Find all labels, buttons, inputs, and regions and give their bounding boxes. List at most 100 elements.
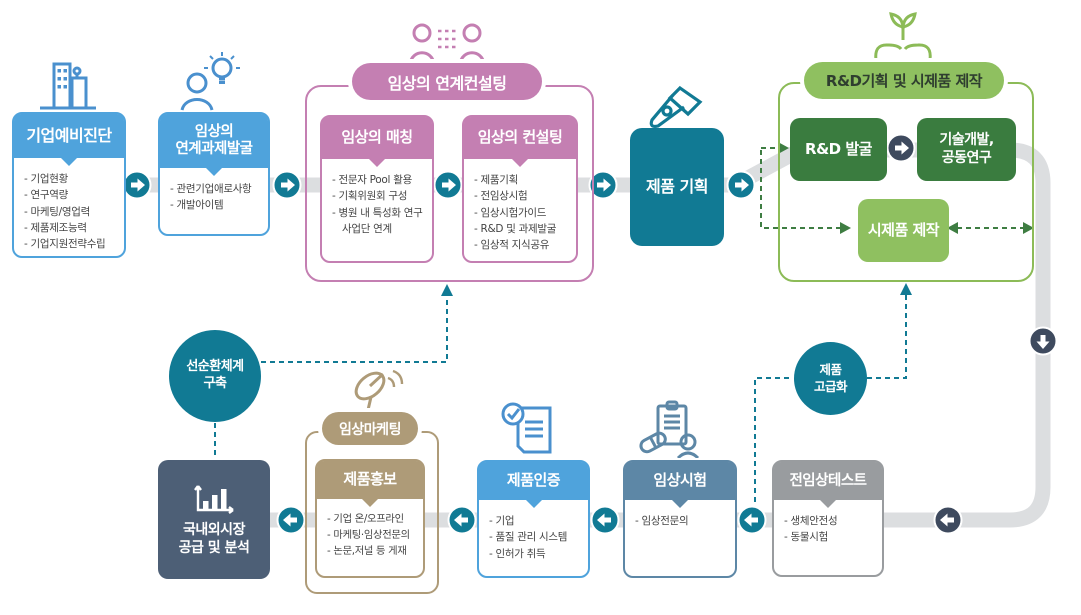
product-promotion-items: 기업 온/오프라인마케팅·임상전문의논문,저널 등 게재 xyxy=(317,499,423,566)
product-upgrade-circle: 제품 고급화 xyxy=(794,342,867,415)
task-discovery-box: 임상의 연계과제발굴 관련기업애로사항개발아이템 xyxy=(158,112,270,236)
list-item: 인허가 취득 xyxy=(489,546,582,562)
list-item: 기업 xyxy=(489,513,582,529)
list-item: 개발아이템 xyxy=(170,197,262,213)
virtuous-cycle-circle: 선순환체계 구축 xyxy=(169,330,261,422)
clinical-trial-items: 임상전문의 xyxy=(625,500,735,535)
list-item: 관련기업애로사항 xyxy=(170,181,262,197)
clinical-trial-title: 임상시험 xyxy=(625,462,735,500)
market-supply-line1: 국내외시장 xyxy=(183,522,245,538)
product-upgrade-line1: 제품 xyxy=(819,362,842,378)
arrow-badge-right xyxy=(433,170,463,200)
arrow-badge-right xyxy=(588,170,618,200)
product-promotion-box: 제품홍보 기업 온/오프라인마케팅·임상전문의논문,저널 등 게재 xyxy=(315,459,425,578)
people-connection-icon xyxy=(408,22,486,66)
list-item: 마케팅/영업력 xyxy=(24,204,118,220)
company-diagnosis-box: 기업예비진단 기업현황연구역량마케팅/영업력제품제조능력기업지원전략수립 xyxy=(12,112,126,258)
arrow-badge-left xyxy=(590,505,620,535)
arrowhead-up xyxy=(441,284,453,296)
dashed-green-connectors xyxy=(760,147,1024,229)
upgrade-to-rnd-connector xyxy=(867,294,907,379)
list-item: 임상적 지식공유 xyxy=(474,237,570,253)
list-item: 동물시험 xyxy=(784,529,876,545)
person-idea-icon xyxy=(180,50,246,112)
rnd-discovery-box: R&D 발굴 xyxy=(790,118,887,181)
preclinical-test-title: 전임상테스트 xyxy=(774,462,882,500)
list-item: 마케팅·임상전문의 xyxy=(327,528,417,544)
product-promotion-title: 제품홍보 xyxy=(317,461,423,499)
task-discovery-title-line2: 연계과제발굴 xyxy=(175,141,253,157)
arrowhead-right xyxy=(1023,222,1034,234)
list-item: 전문자 Pool 활용 xyxy=(332,172,426,188)
list-item: 기업현황 xyxy=(24,171,118,187)
arrow-badge-down xyxy=(1028,326,1058,356)
dashed-teal-connectors xyxy=(214,294,907,511)
preclinical-test-items: 생체안전성동물시험 xyxy=(774,500,882,552)
arrow-badge-left xyxy=(933,505,963,535)
arrow-badge-right xyxy=(726,170,756,200)
flow-arrow-badges xyxy=(122,133,1058,535)
tech-development-box: 기술개발, 공동연구 xyxy=(917,118,1016,181)
flow-to-upgrade-connector xyxy=(754,377,792,511)
virtuous-cycle-line2: 구축 xyxy=(203,376,227,391)
arrow-badge-right xyxy=(272,170,302,200)
clinician-matching-title: 임상의 매칭 xyxy=(322,117,432,159)
arrowhead-left xyxy=(947,222,958,234)
building-icon xyxy=(36,58,100,112)
list-item: 논문,저널 등 게재 xyxy=(327,544,417,560)
list-item: 품질 관리 시스템 xyxy=(489,529,582,545)
list-item: 기업지원전략수립 xyxy=(24,236,118,252)
task-discovery-title-line1: 임상의 xyxy=(194,124,234,141)
arrow-badge-left xyxy=(276,505,306,535)
consulting-group-title: 임상의 연계컨설팅 xyxy=(352,63,542,100)
task-discovery-items: 관련기업애로사항개발아이템 xyxy=(160,168,268,220)
cycle-to-consulting-connector xyxy=(261,296,448,363)
arrow-badge-left xyxy=(447,505,477,535)
arrowhead-right xyxy=(840,222,851,234)
clinician-consulting-title: 임상의 컨설팅 xyxy=(464,117,576,159)
virtuous-cycle-line1: 선순환체계 xyxy=(186,359,244,375)
clinician-consulting-items: 제품기획전임상시험임상시험가이드R&D 및 과제발굴임상적 지식공유 xyxy=(464,159,576,259)
list-item: 전임상시험 xyxy=(474,188,570,204)
product-upgrade-line2: 고급화 xyxy=(813,378,848,394)
list-item: 병원 내 특성화 연구사업단 연계 xyxy=(332,205,426,238)
pen-icon xyxy=(640,82,710,130)
clinician-consulting-box: 임상의 컨설팅 제품기획전임상시험임상시험가이드R&D 및 과제발굴임상적 지식… xyxy=(462,115,578,263)
list-item: 연구역량 xyxy=(24,187,118,203)
arrowhead-up xyxy=(900,283,912,295)
clinical-trial-box: 임상시험 임상전문의 xyxy=(623,460,737,578)
hands-plant-icon xyxy=(868,10,938,62)
company-diagnosis-items: 기업현황연구역량마케팅/영업력제품제조능력기업지원전략수립 xyxy=(14,158,124,258)
product-certification-box: 제품인증 기업품질 관리 시스템인허가 취득 xyxy=(477,460,590,578)
list-item: 제품제조능력 xyxy=(24,220,118,236)
list-item: 기업 온/오프라인 xyxy=(327,512,417,528)
rnd-group-title: R&D기획 및 시제품 제작 xyxy=(804,62,1004,99)
tech-development-line1: 기술개발, xyxy=(939,132,994,148)
preclinical-test-box: 전임상테스트 생체안전성동물시험 xyxy=(772,460,884,577)
clinician-matching-items: 전문자 Pool 활용기획위원회 구성병원 내 특성화 연구사업단 연계 xyxy=(322,159,432,243)
list-item: 기획위원회 구성 xyxy=(332,188,426,204)
market-supply-line2: 공급 및 분석 xyxy=(178,539,250,556)
list-item: 제품기획 xyxy=(474,172,570,188)
list-item: 생체안전성 xyxy=(784,513,876,529)
arrow-badge-left xyxy=(737,505,767,535)
clinician-matching-box: 임상의 매칭 전문자 Pool 활용기획위원회 구성병원 내 특성화 연구사업단… xyxy=(320,115,434,263)
company-diagnosis-title: 기업예비진단 xyxy=(14,114,124,158)
list-item: R&D 및 과제발굴 xyxy=(474,221,570,237)
prototype-box: 시제품 제작 xyxy=(858,199,949,262)
arrow-badge-right xyxy=(122,170,152,200)
list-item: 임상전문의 xyxy=(635,513,729,529)
product-certification-items: 기업품질 관리 시스템인허가 취득 xyxy=(479,500,588,568)
product-planning-box: 제품 기획 xyxy=(630,128,724,246)
document-check-icon xyxy=(498,400,560,458)
bar-chart-icon xyxy=(191,482,237,516)
task-discovery-title: 임상의 연계과제발굴 xyxy=(160,114,268,168)
clipboard-pill-icon xyxy=(634,398,702,458)
market-supply-box: 국내외시장 공급 및 분석 xyxy=(158,460,270,579)
marketing-group-title: 임상마케팅 xyxy=(322,412,418,445)
product-certification-title: 제품인증 xyxy=(479,462,588,500)
list-item: 임상시험가이드 xyxy=(474,205,570,221)
satellite-dish-icon xyxy=(345,366,405,414)
arrow-badge-right xyxy=(886,133,916,163)
